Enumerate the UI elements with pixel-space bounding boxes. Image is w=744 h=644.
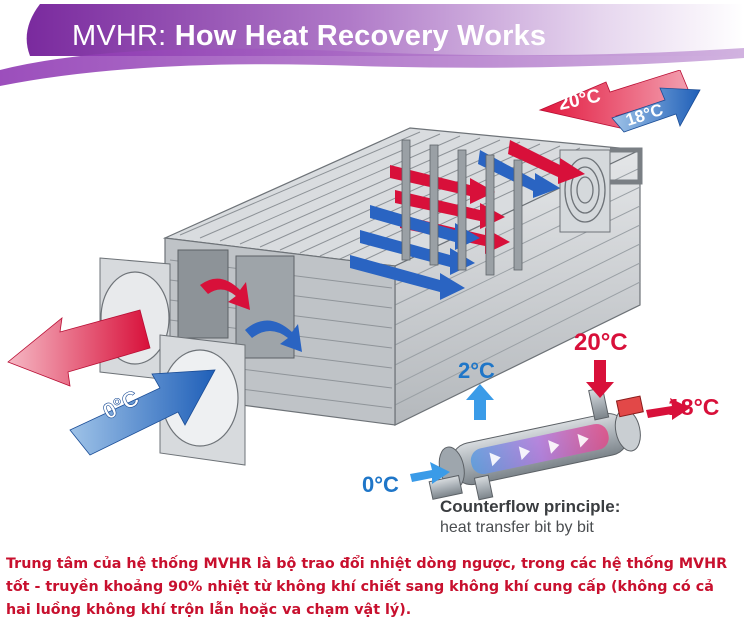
exhaust-arrow	[7, 309, 151, 387]
mvhr-diagram: 0°C 20°C 18°C 2	[7, 70, 719, 536]
counterflow-inset: 2°C 20°C 18°C 0°C Counterflow principle:…	[362, 329, 719, 536]
exhaust-up-arrow	[466, 384, 494, 420]
banner-background	[0, 4, 744, 86]
title-banner: MVHR: How Heat Recovery Works	[0, 0, 744, 88]
page-title: MVHR: How Heat Recovery Works	[72, 20, 546, 53]
caption-text: Trung tâm của hệ thống MVHR là bộ trao đ…	[6, 556, 728, 618]
inlet-right-arrow	[410, 462, 450, 484]
extract-room-temp-label: 20°C	[574, 329, 628, 356]
principle-title: Counterflow principle:	[440, 497, 620, 516]
exhaust-temp-label: 2°C	[458, 358, 495, 383]
supply-right-arrow	[646, 398, 690, 420]
inlet-arrow	[69, 369, 216, 456]
supply-room-temp-label: 18°C	[668, 394, 719, 420]
title-prefix: MVHR:	[72, 20, 167, 52]
supply-arrow	[611, 87, 701, 133]
outdoor-temp-label: 0°C	[362, 472, 399, 497]
title-main: How Heat Recovery Works	[174, 20, 547, 52]
principle-subtitle: heat transfer bit by bit	[440, 519, 594, 536]
extract-down-arrow	[586, 360, 614, 398]
